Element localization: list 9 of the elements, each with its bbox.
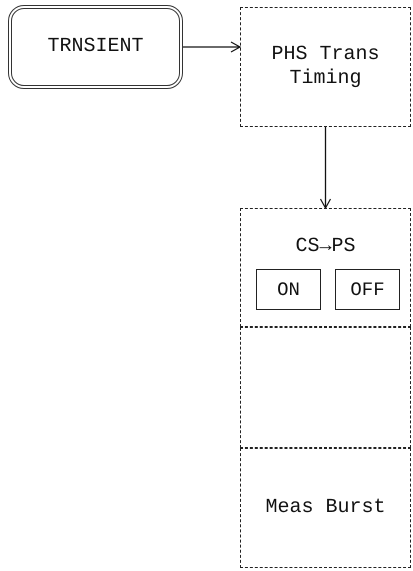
empty-box: [240, 327, 411, 448]
arrow: [320, 127, 332, 209]
process-box: PHS Trans Timing: [240, 7, 411, 127]
toggle-option: OFF: [335, 269, 400, 310]
panel-box: CS→PS ON OFF: [240, 208, 411, 327]
process-box: Meas Burst: [240, 448, 411, 568]
toggle-option: ON: [256, 269, 321, 310]
process-box: TRNSIENT: [8, 5, 183, 89]
arrow: [183, 41, 241, 53]
